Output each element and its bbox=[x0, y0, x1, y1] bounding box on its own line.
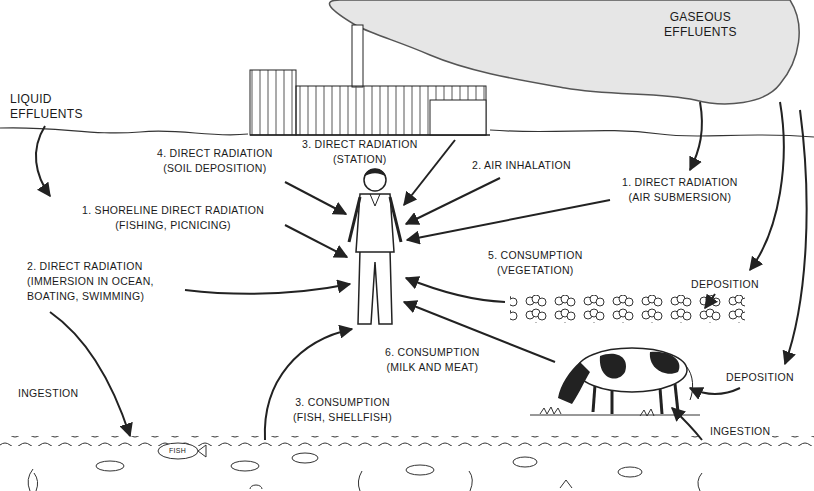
pathway-arrow bbox=[285, 225, 347, 257]
pathway-arrow bbox=[690, 102, 702, 170]
person-legs bbox=[358, 250, 392, 324]
process-label: INGESTION bbox=[708, 424, 772, 439]
person-collar bbox=[370, 194, 380, 206]
pathway-arrow bbox=[785, 110, 807, 364]
pathway-arrow bbox=[36, 126, 50, 196]
fish-tail bbox=[198, 445, 206, 457]
pathway-arrow bbox=[406, 278, 505, 302]
shoreline bbox=[0, 128, 248, 135]
seaweed bbox=[28, 469, 702, 491]
pathway-arrow bbox=[690, 388, 740, 394]
cow-patch bbox=[600, 354, 626, 379]
pathway-arrow bbox=[185, 284, 350, 294]
station-base bbox=[250, 134, 490, 136]
pathway-label: 5. CONSUMPTION (VEGETATION) bbox=[486, 248, 585, 278]
station-annex bbox=[430, 100, 486, 135]
pathway-arrow bbox=[705, 294, 715, 308]
cow bbox=[530, 348, 700, 416]
effluent-label: LIQUID EFFLUENTS bbox=[8, 92, 85, 122]
process-label: INGESTION bbox=[16, 386, 80, 401]
cow-head bbox=[558, 362, 590, 404]
cow-leg bbox=[675, 384, 678, 412]
shellfish bbox=[250, 480, 572, 489]
pathway-arrow bbox=[750, 102, 784, 270]
pathway-label: 4. DIRECT RADIATION (SOIL DEPOSITION) bbox=[155, 146, 275, 176]
fish-symbol bbox=[96, 461, 124, 471]
person-arms bbox=[349, 197, 401, 242]
fish-symbol bbox=[618, 467, 642, 477]
pathway-label: 1. SHORELINE DIRECT RADIATION (FISHING, … bbox=[80, 203, 266, 233]
sea-life bbox=[28, 443, 702, 491]
fish-symbol bbox=[158, 443, 198, 459]
person-hair bbox=[364, 169, 386, 177]
pathway-label: 6. CONSUMPTION (MILK AND MEAT) bbox=[383, 345, 482, 375]
power-station bbox=[250, 25, 490, 135]
person-head bbox=[364, 169, 386, 191]
fish-label: FISH bbox=[167, 446, 188, 455]
sea-surface bbox=[0, 436, 814, 446]
pathway-label: 2. AIR INHALATION bbox=[470, 158, 573, 173]
pathway-label: 2. DIRECT RADIATION (IMMERSION IN OCEAN,… bbox=[25, 259, 156, 304]
pathway-arrow bbox=[285, 182, 346, 214]
person bbox=[349, 169, 401, 324]
pathway-label: 1. DIRECT RADIATION (AIR SUBMERSION) bbox=[620, 175, 740, 205]
fish-symbol bbox=[231, 461, 259, 471]
cow-patch bbox=[650, 352, 680, 374]
pathway-label: 3. DIRECT RADIATION (STATION) bbox=[300, 137, 420, 167]
effluent-label: GASEOUS EFFLUENTS bbox=[662, 10, 739, 40]
ground-line bbox=[490, 130, 814, 137]
cow-body bbox=[577, 348, 687, 392]
fish-symbol bbox=[292, 453, 318, 463]
station-wing bbox=[250, 70, 296, 135]
process-label: DEPOSITION bbox=[689, 277, 761, 292]
pathway-arrow bbox=[50, 312, 130, 436]
person-torso bbox=[356, 194, 394, 252]
vegetation bbox=[510, 295, 745, 323]
station-hall bbox=[296, 86, 486, 135]
fish-symbol bbox=[513, 457, 537, 467]
cow-leg bbox=[611, 388, 614, 414]
pasture-line bbox=[530, 415, 700, 416]
cow-leg bbox=[593, 385, 595, 412]
pathway-arrow bbox=[406, 178, 500, 224]
fish-symbol bbox=[406, 465, 434, 475]
pathway-arrow bbox=[672, 408, 702, 440]
stack bbox=[352, 25, 363, 87]
cow-leg bbox=[660, 388, 662, 414]
pathway-arrow bbox=[407, 200, 610, 240]
cow-tail bbox=[686, 366, 693, 400]
pathway-label: 3. CONSUMPTION (FISH, SHELLFISH) bbox=[291, 395, 394, 425]
process-label: DEPOSITION bbox=[724, 370, 796, 385]
